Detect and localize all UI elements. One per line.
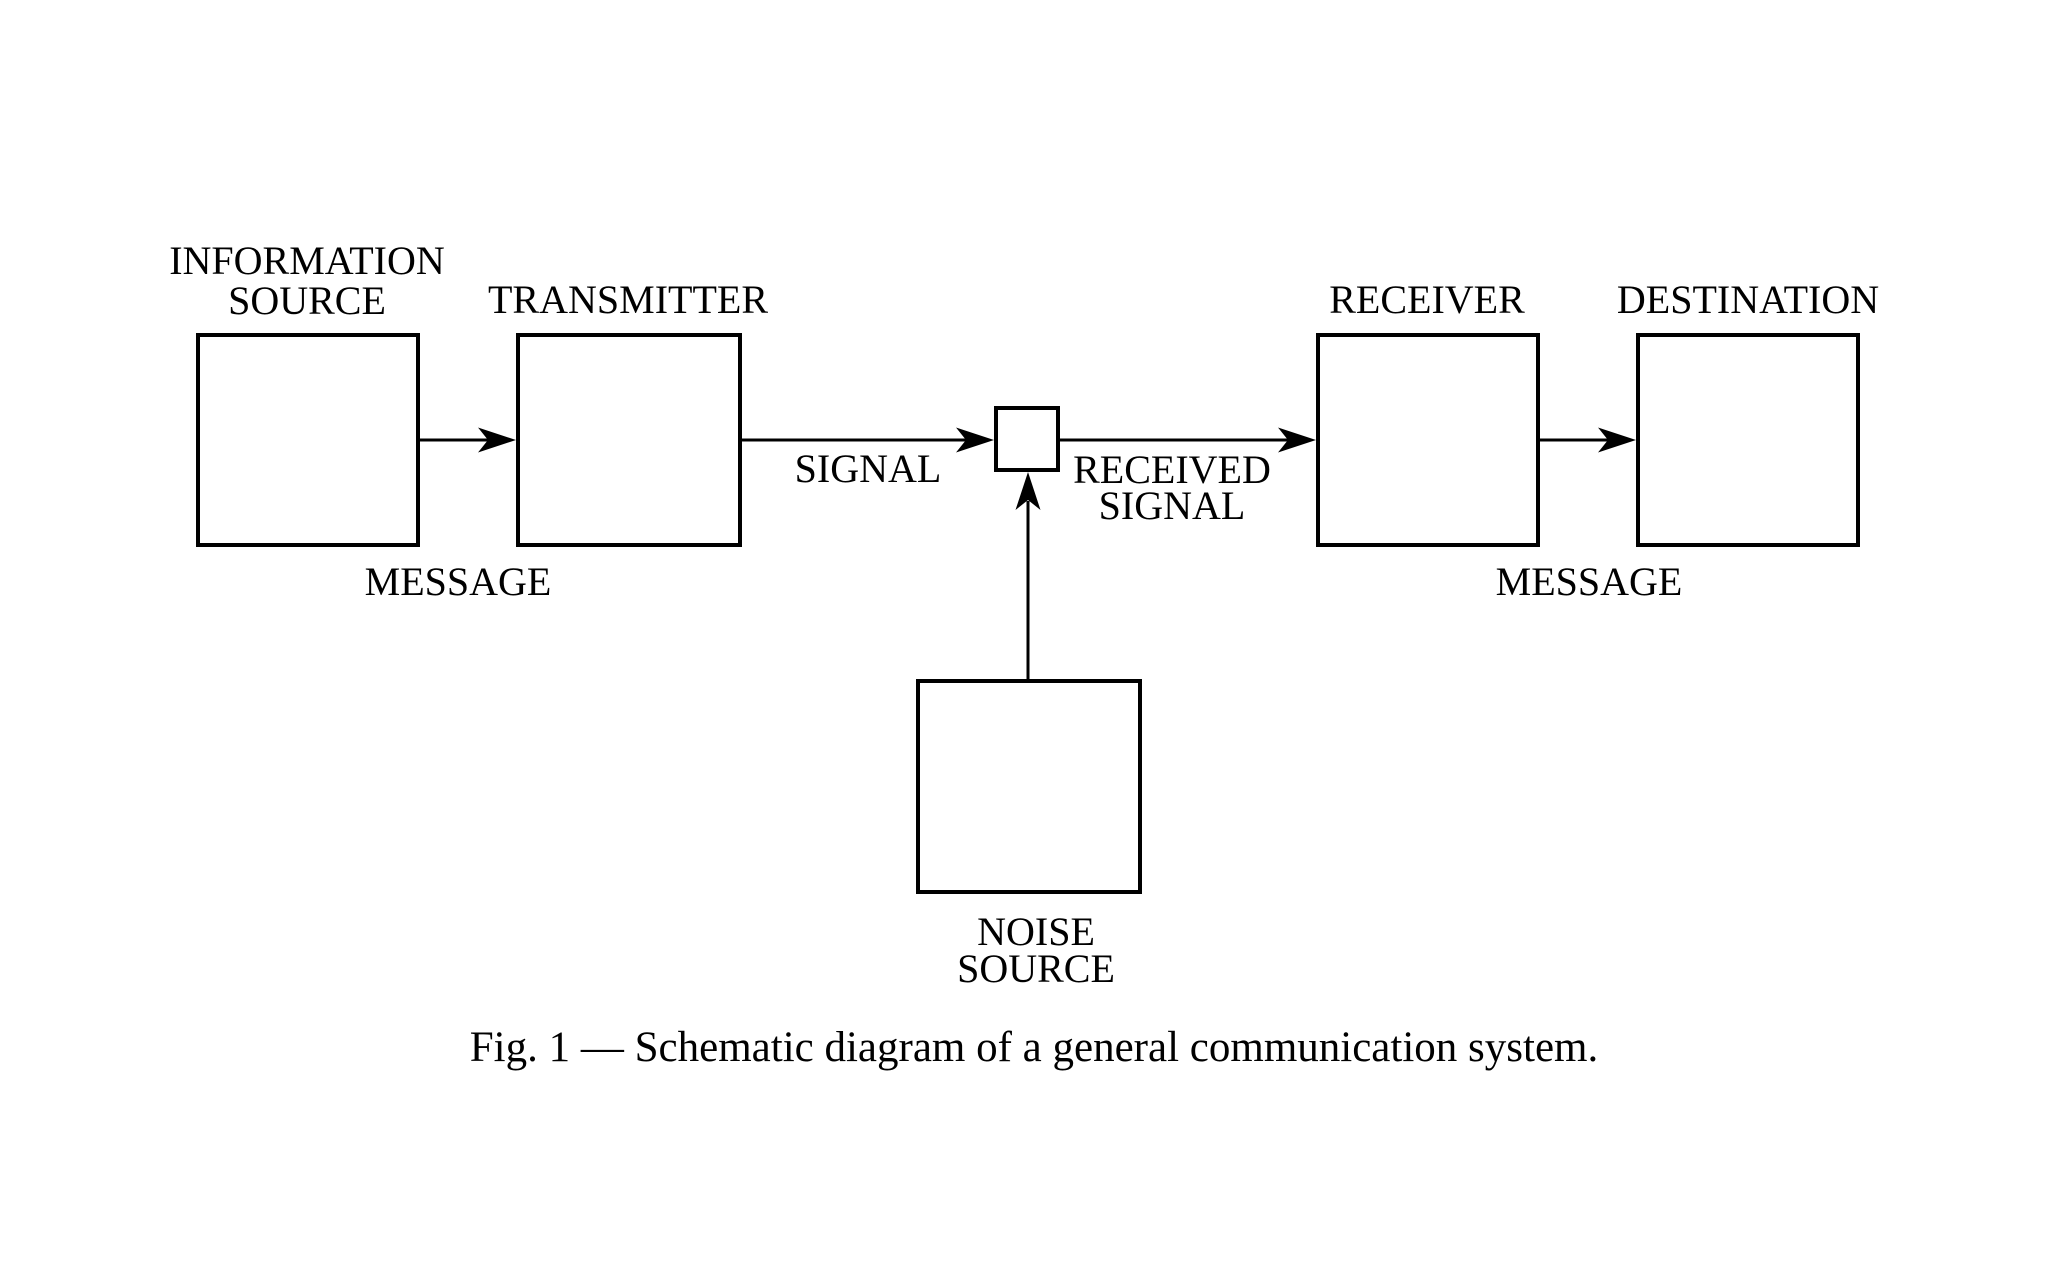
noise-source-label-line2: SOURCE [957, 946, 1115, 991]
arrow-up-icon [1015, 472, 1041, 510]
signal-label: SIGNAL [794, 446, 942, 491]
received-signal-label-line2: SIGNAL [1098, 483, 1246, 528]
transmitter-label: TRANSMITTER [488, 277, 768, 322]
information-source-box [196, 333, 420, 547]
received-signal-label-line1: RECEIVED [1073, 447, 1271, 492]
transmitter-box [516, 333, 742, 547]
receiver-box [1316, 333, 1540, 547]
destination-label: DESTINATION [1616, 277, 1880, 322]
arrow-right-icon [1598, 427, 1636, 453]
noise-source-box [916, 679, 1142, 894]
information-source-label: INFORMATION SOURCE [107, 241, 507, 321]
arrow-transmitter-to-channel [741, 427, 994, 453]
destination-box [1636, 333, 1860, 547]
arrow-channel-to-receiver [1060, 427, 1316, 453]
noise-source-label-line1: NOISE [977, 909, 1095, 954]
arrow-receiver-to-destination [1540, 427, 1636, 453]
arrow-right-icon [478, 427, 516, 453]
arrow-source-to-transmitter [420, 427, 516, 453]
arrow-right-icon [1278, 427, 1316, 453]
noise-junction-box [994, 406, 1060, 472]
receiver-label: RECEIVER [1329, 277, 1525, 322]
information-source-label-line2: SOURCE [228, 278, 386, 323]
noise-source-label: NOISE SOURCE [836, 909, 1236, 991]
arrow-noise-to-channel [1015, 472, 1041, 679]
message-left-label: MESSAGE [364, 559, 552, 604]
message-right-label: MESSAGE [1495, 559, 1683, 604]
figure-caption: Fig. 1 — Schematic diagram of a general … [469, 1024, 1599, 1071]
information-source-label-line1: INFORMATION [169, 238, 445, 283]
arrow-right-icon [956, 427, 994, 453]
received-signal-label: RECEIVED SIGNAL [972, 447, 1372, 528]
